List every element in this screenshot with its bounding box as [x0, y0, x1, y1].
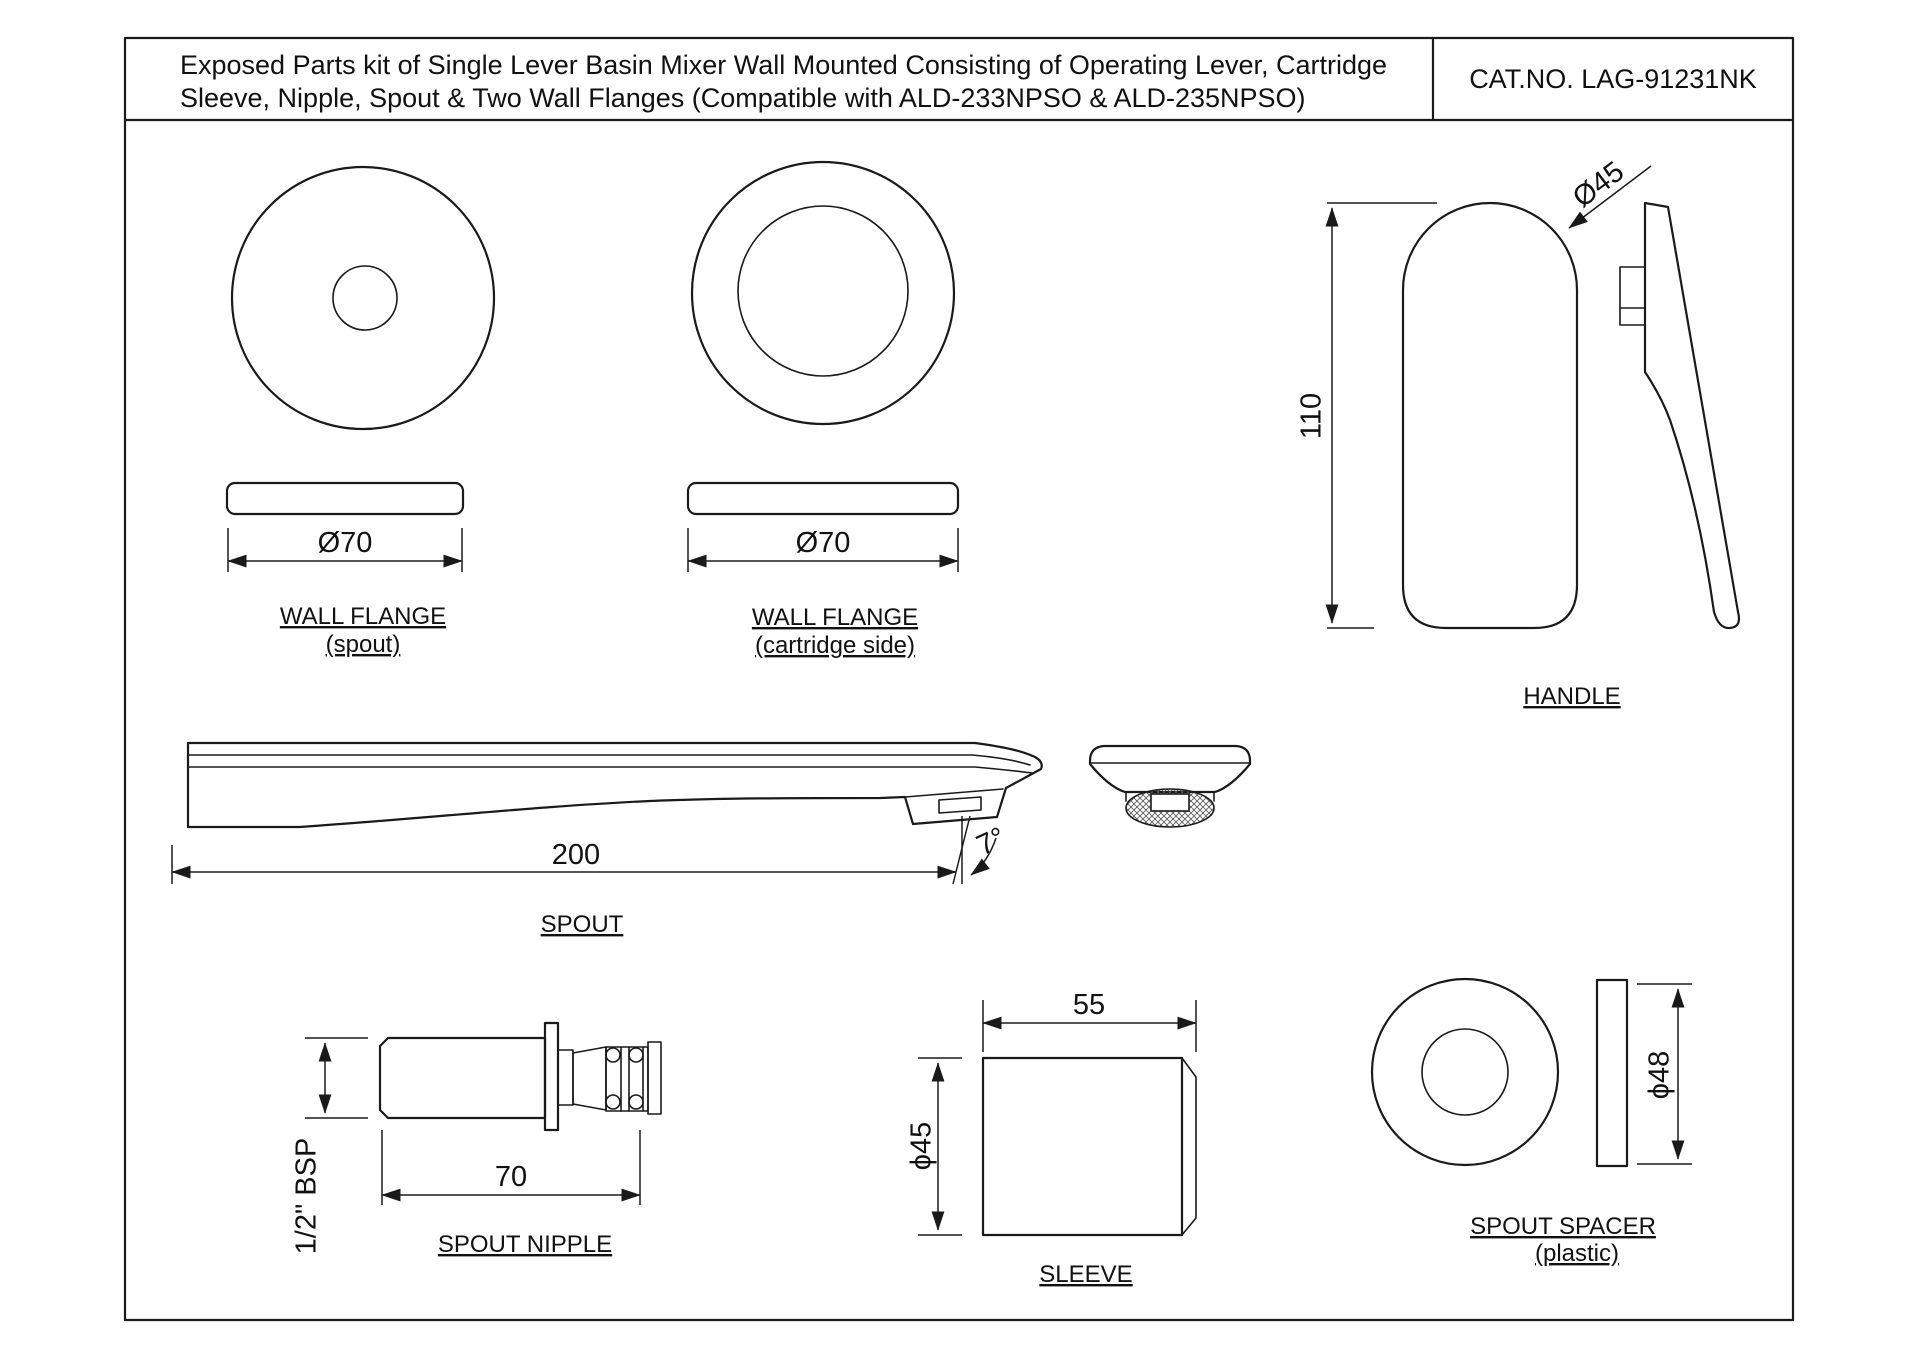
- o-ring: [628, 1047, 644, 1063]
- spout-tip-front: [1088, 744, 1252, 794]
- spout-top-edge-line-2: [187, 766, 1033, 774]
- leader-line: [1568, 165, 1652, 229]
- aerator-insert: [938, 796, 982, 814]
- nipple-flange: [543, 1021, 560, 1132]
- flange-center-hole: [737, 205, 909, 377]
- aerator-housing-top-edge: [904, 788, 1004, 798]
- flange-center-hole: [332, 265, 398, 331]
- wall-flange-cartridge-view: Ø70 WALL FLANGE (cartridge side): [686, 160, 960, 659]
- handle-view: 110 Ø45 HANDLE: [1296, 156, 1741, 710]
- o-ring: [605, 1094, 621, 1110]
- title-block: Exposed Parts kit of Single Lever Basin …: [180, 50, 1757, 113]
- outer-border: [123, 36, 1795, 1322]
- sleeve-chamfer: [1181, 1057, 1197, 1236]
- drawing-border: [123, 36, 1795, 1322]
- dimension-value-length: 70: [495, 1161, 527, 1193]
- part-sublabel: (cartridge side): [755, 632, 915, 659]
- part-label: WALL FLANGE: [752, 604, 918, 631]
- spout-view: 200 7° SPOUT: [171, 741, 1043, 938]
- part-label: SPOUT: [541, 911, 624, 938]
- nipple-taper: [572, 1046, 607, 1111]
- part-sublabel: (spout): [326, 631, 401, 658]
- title-line-1: Exposed Parts kit of Single Lever Basin …: [180, 50, 1387, 80]
- nipple-step: [557, 1049, 574, 1106]
- nipple-body: [378, 1036, 547, 1120]
- flange-side-view: [225, 481, 465, 516]
- part-label: SPOUT NIPPLE: [438, 1231, 612, 1258]
- handle-side-view: [1643, 201, 1741, 630]
- spout-spacer-view: ϕ48 SPOUT SPACER (plastic): [1370, 977, 1692, 1267]
- dimension-value-thread: 1/2" BSP: [291, 1138, 323, 1255]
- wall-flange-spout-view: Ø70 WALL FLANGE (spout): [225, 165, 496, 658]
- part-label: HANDLE: [1523, 683, 1620, 710]
- flange-outer-circle: [230, 165, 496, 431]
- catalog-number: CAT.NO. LAG-91231NK: [1469, 64, 1757, 94]
- flange-outer-circle: [690, 160, 956, 426]
- title-line-2: Sleeve, Nipple, Spout & Two Wall Flanges…: [180, 83, 1306, 113]
- dimension-value-length: 200: [552, 839, 600, 871]
- spacer-side-view: [1595, 978, 1629, 1168]
- handle-front-view: [1401, 201, 1579, 630]
- sleeve-body: [981, 1056, 1184, 1237]
- nipple-end-cap: [647, 1041, 662, 1115]
- spout-top-edge-line-1: [187, 754, 1031, 766]
- dimension-value-diameter: ϕ48: [1644, 1051, 1676, 1100]
- spacer-outer-circle: [1370, 977, 1560, 1167]
- o-ring: [605, 1047, 621, 1063]
- part-sublabel: (plastic): [1535, 1240, 1619, 1267]
- dimension-value-height: 110: [1296, 393, 1328, 439]
- dimension-value: Ø70: [796, 527, 851, 559]
- spacer-center-hole: [1421, 1028, 1509, 1116]
- nipple-groove-block: [605, 1046, 649, 1112]
- aerator-key-slot: [1150, 793, 1190, 812]
- handle-side-boss: [1619, 266, 1646, 326]
- part-label: WALL FLANGE: [280, 603, 446, 630]
- dimension-value: Ø70: [318, 527, 373, 559]
- o-ring: [628, 1094, 644, 1110]
- dimension-value-angle: 7°: [972, 821, 1011, 862]
- dimension-value-diameter: ϕ45: [906, 1122, 938, 1171]
- flange-side-view: [686, 481, 960, 516]
- angle-arc: [970, 837, 997, 876]
- angle-face-line: [952, 815, 971, 885]
- spout-outline: [186, 741, 1043, 829]
- dimension-value-length: 55: [1073, 989, 1105, 1021]
- spout-end-view: [1088, 744, 1252, 828]
- part-label: SLEEVE: [1039, 1261, 1132, 1288]
- sleeve-view: 55 ϕ45 SLEEVE: [906, 989, 1197, 1288]
- spout-nipple-view: 1/2" BSP 70 SPOUT NIPPLE: [291, 1021, 662, 1258]
- part-label: SPOUT SPACER: [1470, 1213, 1656, 1240]
